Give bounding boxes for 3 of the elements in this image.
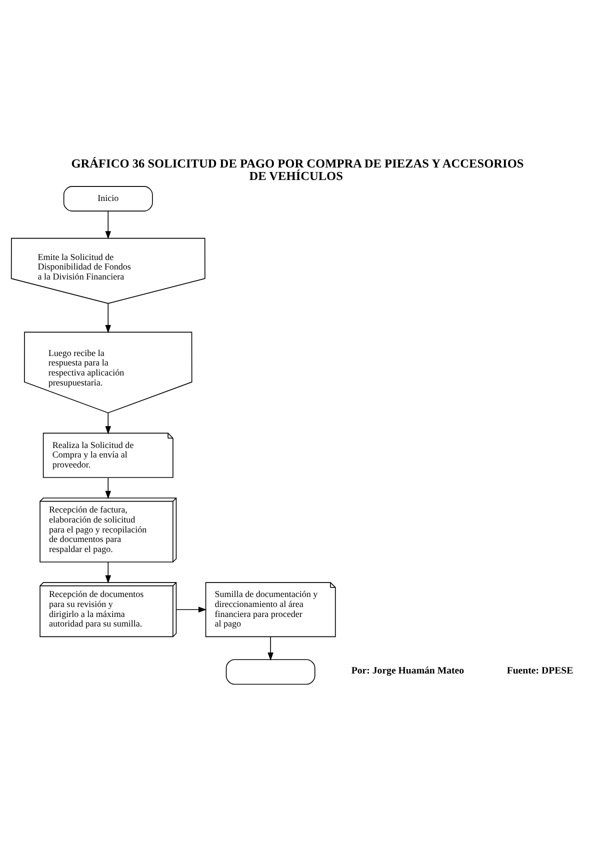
label: Fuente: DPESE <box>506 665 574 676</box>
label: Por: Jorge Huamán Mateo <box>351 665 464 676</box>
diagram-title: GRÁFICO 36 SOLICITUD DE PAGO POR COMPRA DE PIEZAS Y ACCESORIOS DE VEHÍCULOS <box>71 156 524 182</box>
